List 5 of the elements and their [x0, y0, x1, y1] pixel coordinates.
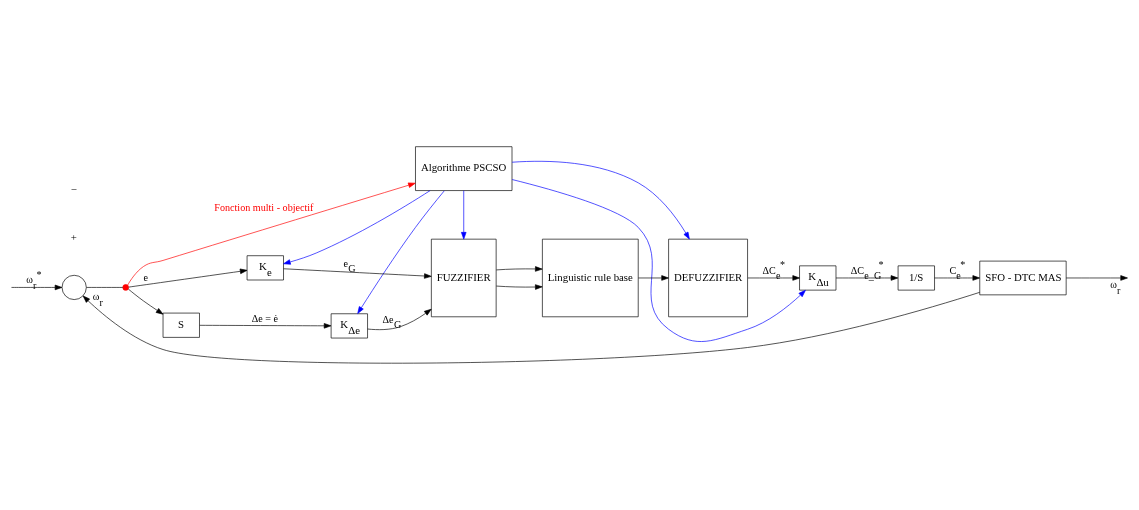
edge-label: Δe = ė	[251, 312, 279, 324]
edge-label: Fonction multi - objectif	[214, 202, 314, 214]
label: +	[70, 231, 77, 244]
edge-label: e	[143, 271, 148, 283]
label: −	[70, 182, 77, 195]
